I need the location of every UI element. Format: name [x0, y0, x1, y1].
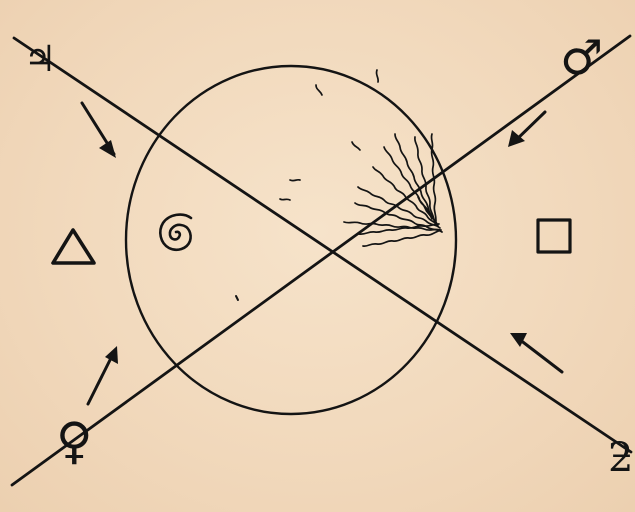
ink-speck: [236, 296, 238, 300]
square-icon: [538, 220, 570, 252]
arrow-icon: [508, 112, 545, 147]
arrow-icon: [510, 333, 562, 372]
jupiter-symbol: ♃: [24, 42, 56, 78]
spiral-icon: [160, 215, 191, 250]
wave-streaks: [280, 70, 442, 246]
arrow-icon: [88, 346, 118, 404]
mars-symbol: ♂: [560, 34, 603, 82]
venus-mars-line: [12, 36, 630, 485]
triangle-icon: [53, 230, 94, 263]
venus-symbol: ♀: [56, 416, 93, 466]
arrow-icon: [82, 103, 116, 158]
saturn-symbol: ƻ: [608, 438, 633, 478]
